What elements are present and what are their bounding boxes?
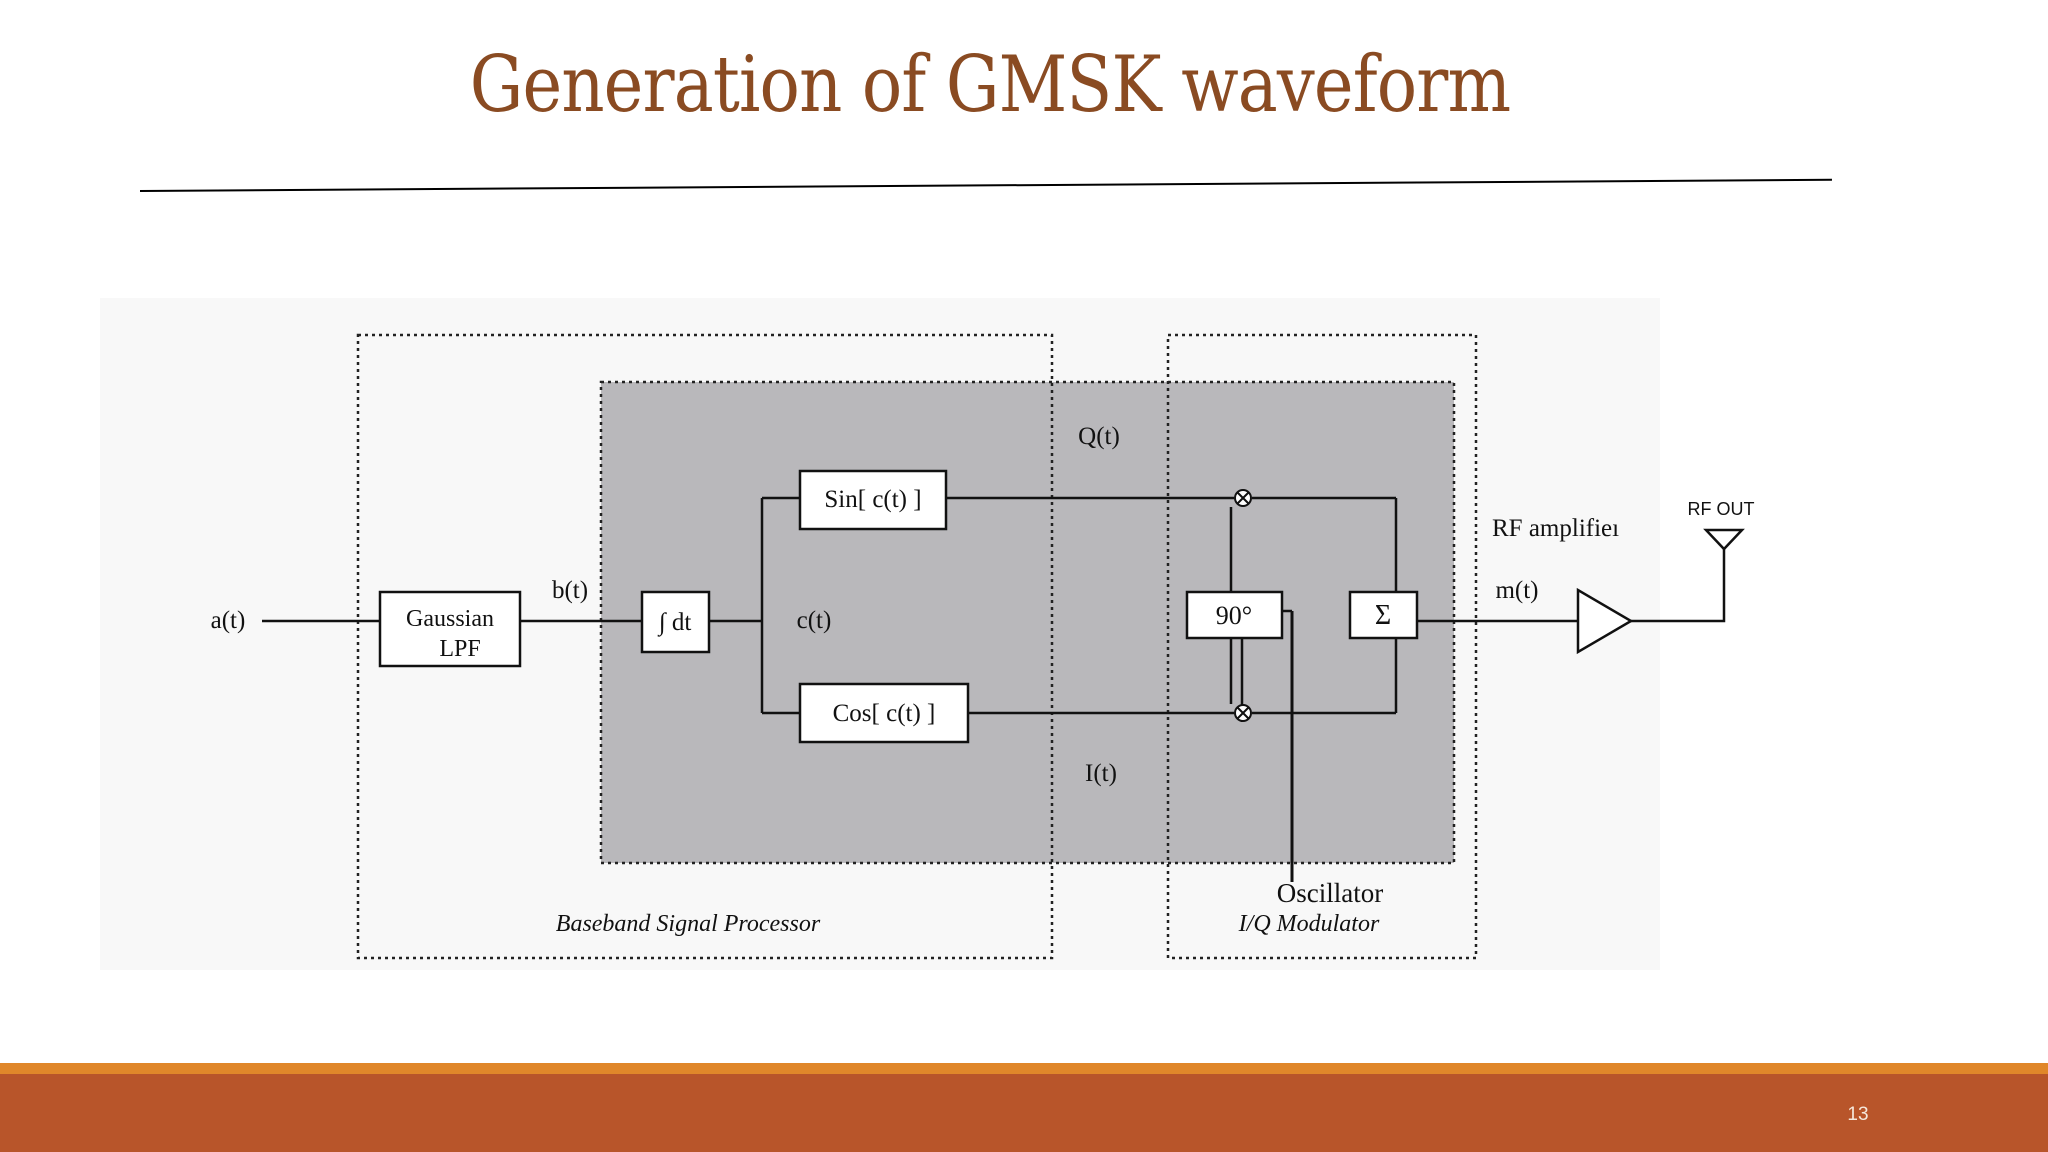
signal-c-label: c(t) — [797, 607, 832, 634]
gaussian-lpf-label-line2: LPF — [439, 636, 480, 662]
rf-out-label: RF OUT — [1688, 499, 1755, 519]
slide-title: Generation of GMSK waveform — [469, 40, 1511, 130]
signal-i-label: I(t) — [1085, 760, 1117, 787]
summer-label: Σ — [1375, 600, 1391, 631]
phase-shift-block — [1185, 590, 1284, 640]
baseband-processor-label: Baseband Signal Processor — [556, 911, 821, 937]
iq-modulator-label: I/Q Modulator — [1238, 911, 1380, 937]
sin-block — [798, 469, 948, 531]
oscillator-label: Oscillator — [1277, 878, 1383, 908]
shaded-processing-region — [599, 380, 1456, 865]
iq-modulator-box — [1166, 333, 1478, 960]
signal-m-label: m(t) — [1495, 577, 1538, 604]
signal-wires — [262, 496, 1726, 882]
signal-q-label: Q(t) — [1078, 423, 1120, 450]
footer-bar — [0, 1074, 2048, 1152]
sin-label: Sin[ c(t) ] — [824, 486, 921, 513]
signal-b-label: b(t) — [552, 577, 588, 604]
mixer-q — [1234, 489, 1252, 507]
footer-accent-stripe — [0, 1063, 2048, 1074]
gaussian-lpf-block — [378, 590, 522, 668]
mixer-i — [1234, 704, 1252, 722]
cos-label: Cos[ c(t) ] — [833, 700, 936, 727]
integrator-label: ∫ dt — [657, 609, 692, 637]
rf-amplifier-label: RF amplifieı — [1492, 515, 1619, 542]
signal-a-label: a(t) — [211, 607, 246, 634]
summer-block — [1348, 590, 1419, 640]
integrator-block — [640, 590, 711, 654]
phase-shift-label: 90° — [1216, 601, 1252, 630]
cos-block — [798, 682, 970, 744]
gaussian-lpf-label-line1: Gaussian — [406, 606, 494, 632]
wire-to-antenna — [1665, 540, 1726, 623]
page-number: 13 — [1847, 1104, 1869, 1125]
antenna-icon — [1703, 528, 1745, 551]
rf-amplifier-triangle — [1576, 587, 1634, 655]
